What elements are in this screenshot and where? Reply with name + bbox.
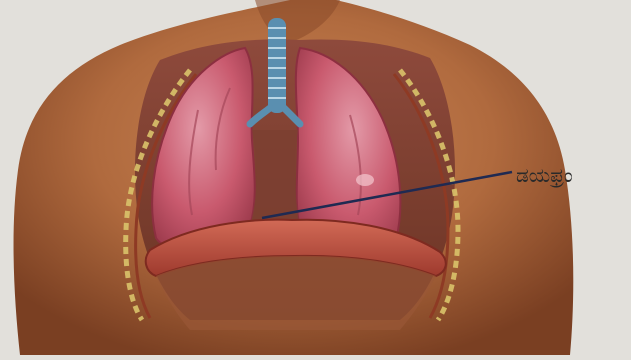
- diaphragm-label: ಡಯಫ್ರಂ: [516, 163, 573, 187]
- abdomen: [156, 256, 436, 330]
